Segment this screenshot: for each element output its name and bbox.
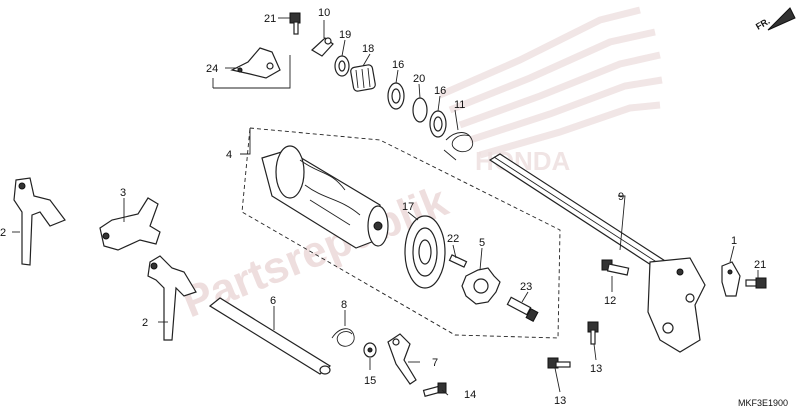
callout-8[interactable]: 8 xyxy=(341,299,347,311)
callout-11[interactable]: 11 xyxy=(454,99,465,111)
part-22-pin xyxy=(448,254,468,268)
callout-12[interactable]: 12 xyxy=(604,295,616,307)
callout-22[interactable]: 22 xyxy=(447,233,459,245)
front-direction-mark: FR. xyxy=(754,7,796,32)
part-9-gearshift-spindle xyxy=(488,153,706,353)
callout-18[interactable]: 18 xyxy=(362,43,374,55)
part-3-shift-fork-center xyxy=(99,197,161,251)
callout-21-top[interactable]: 21 xyxy=(264,13,276,25)
part-24-bracket xyxy=(212,47,291,89)
callout-1[interactable]: 1 xyxy=(731,235,737,247)
part-6-fork-shaft xyxy=(208,297,332,375)
part-23-bolt xyxy=(506,296,539,322)
part-18-needle-bearing xyxy=(350,64,376,92)
brand-wing-logo xyxy=(438,6,663,159)
callout-4[interactable]: 4 xyxy=(226,149,232,161)
leader-lines xyxy=(12,17,759,396)
diagram-code: MKF3E1900 xyxy=(738,398,788,408)
callout-16-a[interactable]: 16 xyxy=(392,59,404,71)
part-7-shift-arm xyxy=(387,333,417,385)
callout-21-right[interactable]: 21 xyxy=(754,259,766,271)
callout-14[interactable]: 14 xyxy=(464,389,476,401)
part-2-shift-fork-upper xyxy=(13,177,66,266)
part-11-return-spring xyxy=(443,132,474,161)
callout-9[interactable]: 9 xyxy=(618,191,624,203)
part-13-bolt-bottom xyxy=(547,357,571,369)
part-8-spring xyxy=(331,328,355,347)
callout-5[interactable]: 5 xyxy=(479,237,485,249)
part-13-bolt-right xyxy=(587,321,599,345)
part-12-stopper-pin xyxy=(601,259,630,276)
callout-15[interactable]: 15 xyxy=(364,375,376,387)
part-1-spindle-arm xyxy=(721,261,741,297)
callout-20[interactable]: 20 xyxy=(413,73,425,85)
callout-3[interactable]: 3 xyxy=(120,187,126,199)
part-4-shift-drum xyxy=(261,145,389,249)
callout-16-b[interactable]: 16 xyxy=(434,85,446,97)
part-17-bearing xyxy=(404,215,446,289)
callout-19[interactable]: 19 xyxy=(339,29,351,41)
part-21-bolt-top xyxy=(289,12,301,35)
part-19-oil-seal xyxy=(334,55,350,77)
callout-2-lower[interactable]: 2 xyxy=(142,317,148,329)
part-16-washer-b xyxy=(429,110,447,138)
part-16-washer-a xyxy=(387,82,405,110)
part-15-washer xyxy=(363,342,377,358)
callout-7[interactable]: 7 xyxy=(432,357,438,369)
part-2-shift-fork-lower xyxy=(147,255,197,341)
callout-2-upper[interactable]: 2 xyxy=(0,227,6,239)
part-21-bolt-right xyxy=(745,277,767,289)
part-5-drum-center xyxy=(461,267,501,305)
part-10-stopper-arm xyxy=(311,37,334,57)
callout-17[interactable]: 17 xyxy=(402,201,414,213)
callout-10[interactable]: 10 xyxy=(318,7,330,19)
callout-13-right[interactable]: 13 xyxy=(590,363,602,375)
part-20-circlip xyxy=(412,97,428,123)
callout-23[interactable]: 23 xyxy=(520,281,532,293)
part-14-bolt xyxy=(422,382,447,397)
callout-13-bottom[interactable]: 13 xyxy=(554,395,566,407)
callout-6[interactable]: 6 xyxy=(270,295,276,307)
callout-24[interactable]: 24 xyxy=(206,63,218,75)
